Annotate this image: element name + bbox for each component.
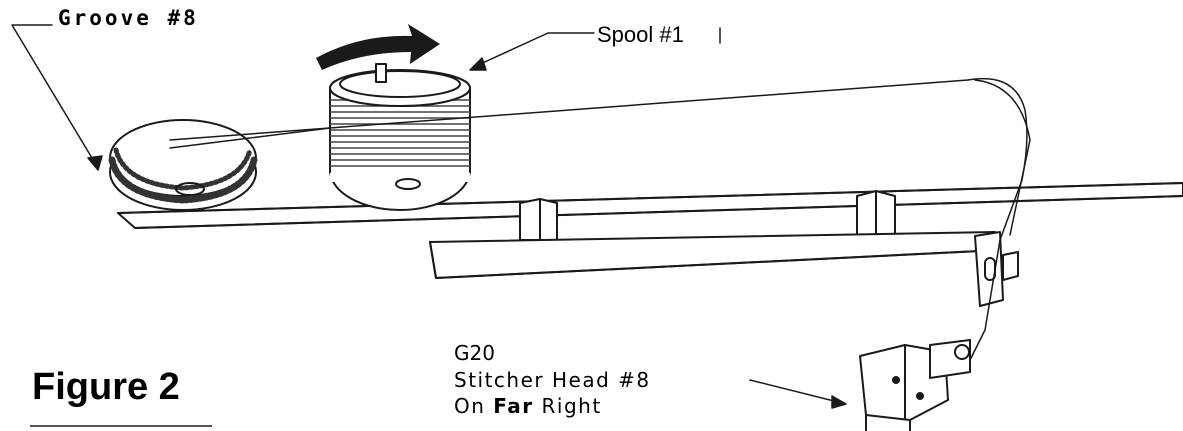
spool-label: Spool #1: [597, 22, 684, 47]
leader-lines: [11, 24, 847, 409]
groove-pulley: [108, 119, 258, 211]
support-post-right: [856, 190, 896, 239]
head-code-label: G20: [454, 341, 495, 365]
rail-bar: [117, 182, 1183, 229]
rotation-arrow-icon: [316, 24, 440, 70]
stitcher-head: [859, 339, 971, 431]
groove-label: Groove #8: [58, 6, 199, 30]
figure-title: Figure 2: [32, 366, 180, 408]
thread: [169, 77, 1031, 361]
head-position-emphasis: Far: [493, 394, 534, 418]
lower-guide-bar: [429, 231, 1019, 307]
head-position-suffix: Right: [541, 394, 602, 418]
head-position-label: On Far Right: [454, 394, 602, 418]
head-position-prefix: On: [454, 394, 486, 418]
support-post-left: [519, 198, 558, 241]
head-name-label: Stitcher Head #8: [454, 368, 651, 392]
spool: [329, 63, 471, 211]
